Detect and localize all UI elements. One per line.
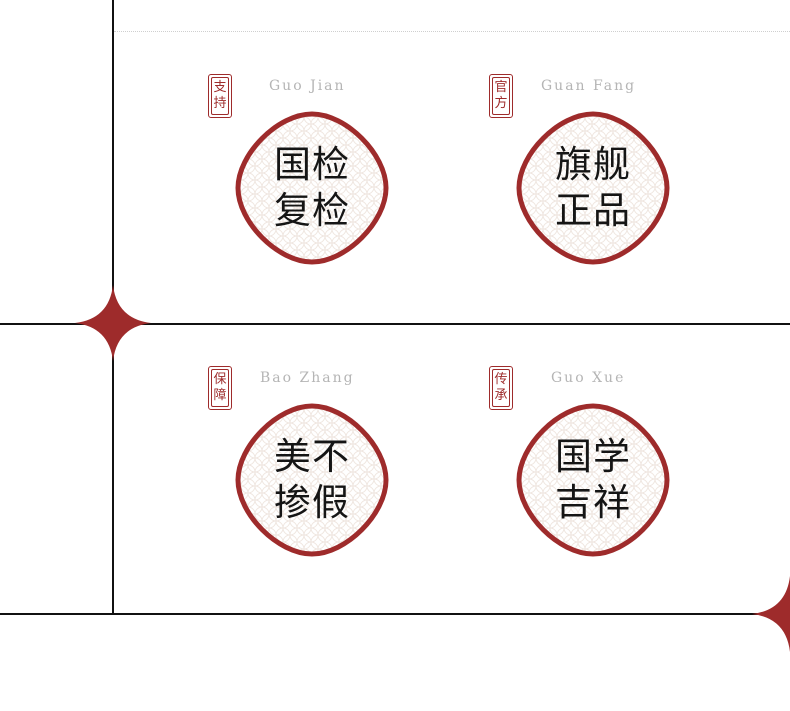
seal-char: 支	[213, 80, 227, 95]
seal-char: 持	[213, 96, 227, 111]
badge-line-2: 正品	[555, 189, 631, 232]
sparkle-icon	[752, 576, 790, 652]
pinyin-label: Guo Xue	[551, 370, 626, 386]
vertical-divider-top	[112, 0, 114, 324]
badge-line-1: 旗舰	[555, 143, 631, 186]
seal-char: 障	[213, 388, 227, 403]
badge-frame-icon	[235, 403, 389, 557]
seal-stamp: 保 障	[208, 366, 232, 410]
seal-char: 官	[494, 80, 508, 95]
badge: 国检 复检	[234, 110, 390, 266]
badge: 旗舰 正品	[515, 110, 671, 266]
badge-frame-icon	[235, 111, 389, 265]
badge-line-2: 复检	[274, 189, 350, 232]
seal-char: 承	[494, 388, 508, 403]
horizontal-divider-middle	[0, 323, 790, 325]
badge-line-2: 掺假	[274, 481, 350, 524]
dotted-rule	[114, 31, 790, 32]
badge: 国学 吉祥	[515, 402, 671, 558]
badge-line-1: 国检	[274, 143, 350, 186]
badge-line-1: 美不	[274, 435, 350, 478]
badge-frame-icon	[516, 403, 670, 557]
feature-card: 支 持 Guo Jian 国检 复检	[208, 74, 508, 274]
feature-card: 传 承 Guo Xue 国学 吉祥	[489, 366, 789, 566]
pinyin-label: Bao Zhang	[260, 370, 355, 386]
seal-stamp: 支 持	[208, 74, 232, 118]
seal-char: 方	[494, 96, 508, 111]
pinyin-label: Guan Fang	[541, 78, 637, 94]
feature-card: 保 障 Bao Zhang 美不 掺假	[208, 366, 508, 566]
seal-char: 保	[213, 372, 227, 387]
feature-card: 官 方 Guan Fang 旗舰 正品	[489, 74, 789, 274]
seal-stamp: 传 承	[489, 366, 513, 410]
badge-line-2: 吉祥	[555, 481, 631, 524]
vertical-divider-bottom	[112, 324, 114, 614]
seal-stamp: 官 方	[489, 74, 513, 118]
badge-line-1: 国学	[555, 435, 631, 478]
badge: 美不 掺假	[234, 402, 390, 558]
sparkle-icon	[75, 285, 151, 361]
horizontal-divider-bottom	[0, 613, 790, 615]
seal-char: 传	[494, 372, 508, 387]
pinyin-label: Guo Jian	[269, 78, 346, 94]
badge-frame-icon	[516, 111, 670, 265]
